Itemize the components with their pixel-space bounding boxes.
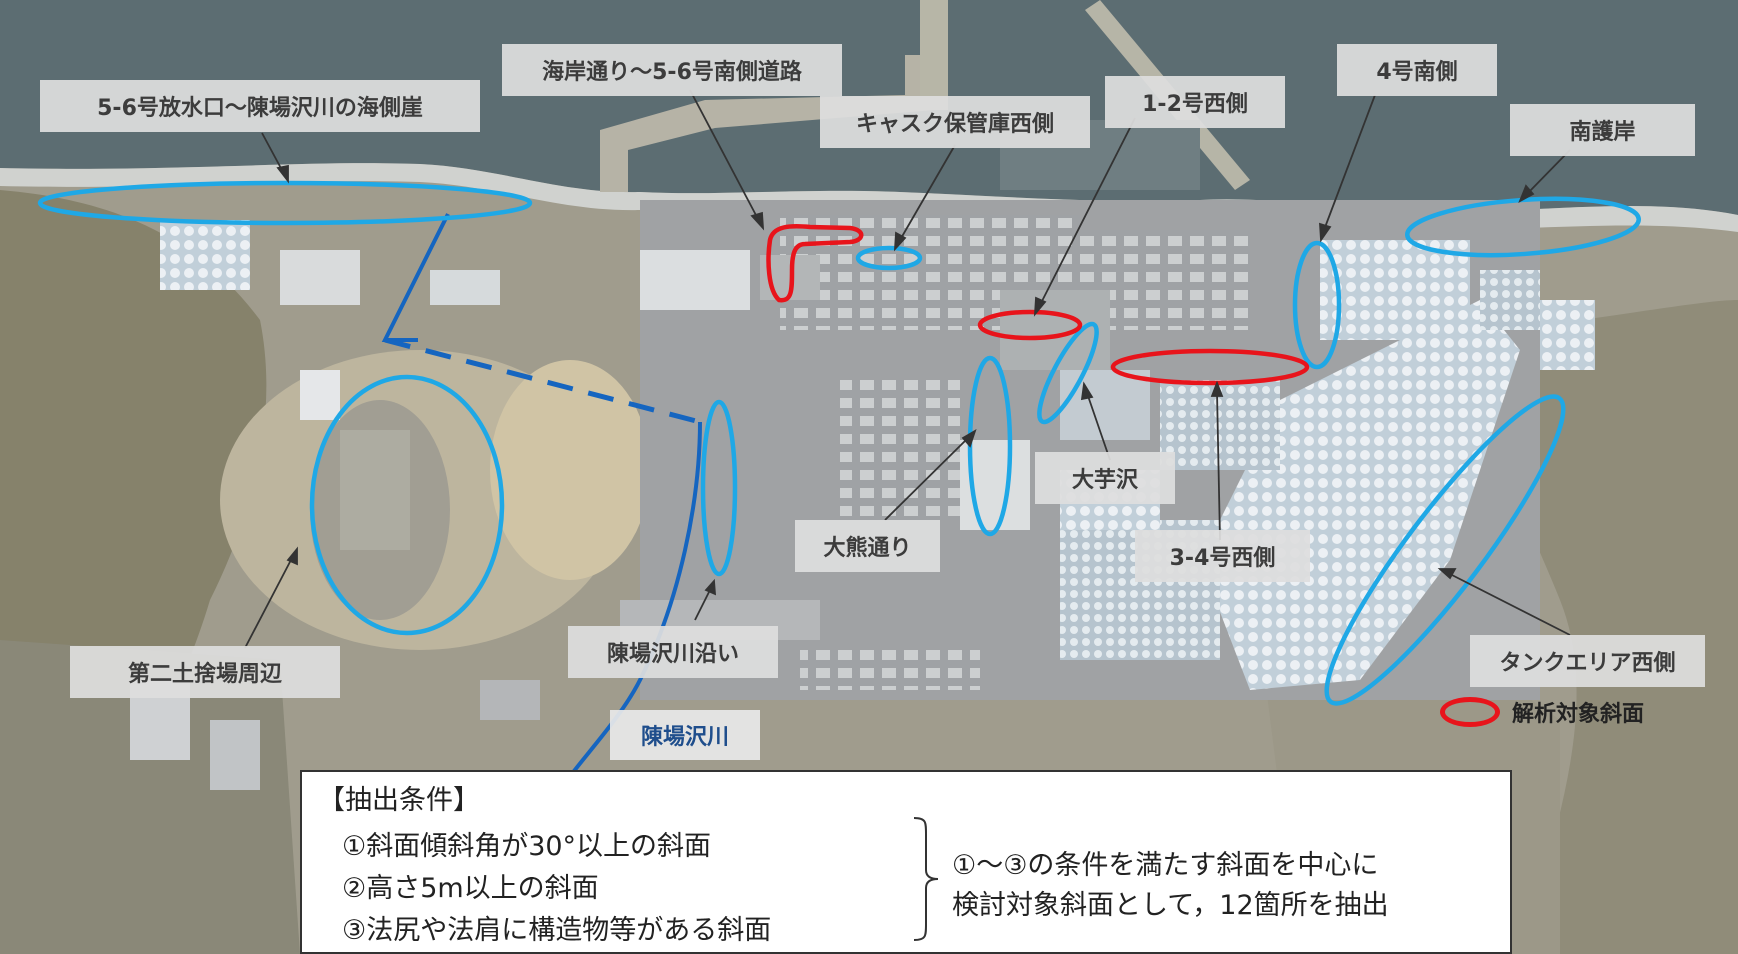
leader-arrow [1039,117,1136,306]
legend-label: 解析対象斜面 [1512,702,1645,727]
legend-red-ring-icon [1440,697,1500,727]
legend: 解析対象斜面 [1440,696,1644,728]
leader-arrow [884,437,969,521]
leader-arrow [694,589,711,621]
summary-line: ①～③の条件を満たす斜面を中心に [952,850,1379,881]
label-west12: 1-2号西側 [1105,76,1285,128]
condition-item: ②高さ5m以上の斜面 [342,873,599,904]
slope-west34 [1110,348,1310,386]
slope-ellipse-cask [855,245,923,271]
conditions-title: 【抽出条件】 [318,785,480,816]
label-okuma: 大熊通り [795,520,940,572]
slope-ellipse-chinba-along [700,399,738,577]
slope-ellipse-shore-cliff [37,180,533,226]
label-south4: 4号南側 [1337,44,1497,96]
brace-icon [913,817,939,941]
label-south-seawall: 南護岸 [1510,104,1695,156]
label-chinba-river: 陳場沢川 [610,710,760,760]
leader-arrow [244,557,293,649]
slope-ellipse-south4 [1292,240,1342,370]
condition-item: ③法尻や法肩に構造物等がある斜面 [342,915,772,946]
leader-arrow [1447,572,1571,636]
leader-arrow [261,132,284,173]
label-oimo: 大芋沢 [1035,452,1175,504]
conditions-summary: ①～③の条件を満たす斜面を中心に 検討対象斜面として，12箇所を抽出 [952,846,1389,926]
slope-west12 [977,309,1083,341]
label-shore-cliff: 5-6号放水口～陳場沢川の海側崖 [40,80,480,132]
leader-arrow [1216,391,1221,541]
leader-arrow [899,144,956,241]
slope-coast-road [766,223,864,303]
label-coast-road: 海岸通り～5-6号南側道路 [502,44,842,96]
label-chinba-along: 陳場沢川沿い [568,626,778,678]
label-dumpsite2: 第二土捨場周辺 [70,646,340,698]
chinba-river-culvert [384,337,701,425]
slope-ellipse-tank-west [1324,394,1566,706]
extraction-conditions-box: 【抽出条件】 ①斜面傾斜角が30°以上の斜面 ②高さ5m以上の斜面 ③法尻や法肩… [300,770,1512,954]
label-cask: キャスク保管庫西側 [820,96,1090,148]
leader-arrow [689,89,759,220]
summary-line: 検討対象斜面として，12箇所を抽出 [952,890,1389,921]
slope-ellipse-dumpsite2 [309,374,505,636]
leader-arrow [1323,94,1376,231]
leader-arrow [1086,392,1111,461]
label-tank-west: タンクエリア西側 [1470,635,1705,687]
leader-arrow [1526,149,1571,195]
condition-item: ①斜面傾斜角が30°以上の斜面 [342,831,712,862]
label-west34: 3-4号西側 [1135,530,1310,582]
slope-ellipse-oimo [1037,321,1099,425]
